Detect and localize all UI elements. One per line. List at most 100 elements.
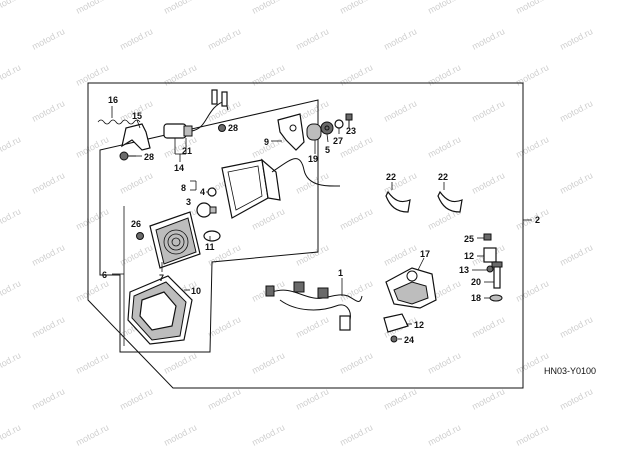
callout-12-lower: 12 — [414, 320, 424, 330]
watermark-text: motod.ru — [118, 26, 154, 52]
watermark-text: motod.ru — [30, 170, 66, 196]
watermark-text: motod.ru — [250, 350, 286, 376]
part-28-screw-top — [218, 124, 226, 132]
callout-16: 16 — [108, 95, 118, 105]
watermark-text: motod.ru — [426, 134, 462, 160]
callout-6: 6 — [102, 270, 107, 280]
watermark-text: motod.ru — [514, 422, 550, 448]
part-27-washer — [334, 119, 344, 129]
callout-22-right: 22 — [438, 172, 448, 182]
watermark-text: motod.ru — [294, 314, 330, 340]
watermark-text: motod.ru — [74, 0, 110, 16]
watermark-text: motod.ru — [514, 62, 550, 88]
part-22-clip-right — [437, 190, 463, 213]
part-17-switch-housing — [385, 267, 437, 309]
watermark-text: motod.ru — [338, 278, 374, 304]
callout-19: 19 — [308, 154, 318, 164]
part-28-screw-left — [119, 151, 136, 161]
watermark-text: motod.ru — [30, 26, 66, 52]
watermark-text: motod.ru — [514, 206, 550, 232]
callout-18: 18 — [471, 293, 481, 303]
callout-8: 8 — [181, 183, 186, 193]
watermark-text: motod.ru — [426, 350, 462, 376]
callout-25: 25 — [464, 234, 474, 244]
watermark-text: motod.ru — [558, 170, 594, 196]
watermark-text: motod.ru — [74, 62, 110, 88]
watermark-text: motod.ru — [74, 422, 110, 448]
leader-lines — [111, 106, 532, 346]
watermark-text: motod.ru — [470, 170, 506, 196]
watermark-text: motod.ru — [338, 134, 374, 160]
watermark-text: motod.ru — [426, 62, 462, 88]
part-25-bolt — [483, 233, 492, 241]
watermark-text: motod.ru — [0, 134, 22, 160]
watermark-text: motod.ru — [74, 350, 110, 376]
headlight-subassembly-frame — [99, 99, 319, 353]
watermark-text: motod.ru — [162, 0, 198, 16]
part-4-bulb-socket — [207, 187, 217, 197]
watermark-text: motod.ru — [250, 206, 286, 232]
callout-24: 24 — [404, 335, 414, 345]
callout-7: 7 — [159, 273, 164, 283]
watermark-text: motod.ru — [118, 170, 154, 196]
watermark-text: motod.ru — [558, 314, 594, 340]
part-16-spring — [97, 119, 141, 125]
watermark-text: motod.ru — [118, 386, 154, 412]
watermark-text: motod.ru — [74, 278, 110, 304]
watermark-text: motod.ru — [206, 386, 242, 412]
watermark-text: motod.ru — [30, 386, 66, 412]
watermark-text: motod.ru — [558, 26, 594, 52]
watermark-text: motod.ru — [162, 350, 198, 376]
watermark-text: motod.ru — [30, 98, 66, 124]
callout-28-left: 28 — [144, 152, 154, 162]
watermark-text: motod.ru — [206, 314, 242, 340]
assembly-frame — [87, 82, 524, 389]
watermark-text: motod.ru — [426, 422, 462, 448]
watermark-text: motod.ru — [294, 170, 330, 196]
callout-labels: 16 15 28 21 14 28 9 19 5 27 23 8 4 3 26 … — [102, 95, 540, 345]
part-3-bulb — [196, 202, 217, 218]
watermark-text: motod.ru — [382, 386, 418, 412]
part-21-switch — [163, 89, 229, 139]
callout-10: 10 — [191, 286, 201, 296]
watermark-text: motod.ru — [0, 206, 22, 232]
watermark-text: motod.ru — [558, 242, 594, 268]
watermark-text: motod.ru — [0, 0, 22, 16]
callout-12-upper: 12 — [464, 251, 474, 261]
callout-27: 27 — [333, 136, 343, 146]
watermark-text: motod.ru — [0, 62, 22, 88]
part-11-ring — [203, 230, 221, 242]
watermark-text: motod.ru — [514, 278, 550, 304]
watermark-text: motod.ru — [250, 62, 286, 88]
watermark-text: motod.ru — [470, 314, 506, 340]
callout-22-left: 22 — [386, 172, 396, 182]
watermark-text: motod.ru — [514, 134, 550, 160]
watermark-text: motod.ru — [470, 26, 506, 52]
part-24-screw — [390, 335, 398, 343]
watermark-text: motod.ru — [338, 62, 374, 88]
callout-3: 3 — [186, 197, 191, 207]
callout-2: 2 — [535, 215, 540, 225]
callout-28-top: 28 — [228, 123, 238, 133]
watermark-text: motod.ru — [426, 0, 462, 16]
part-19-grommet — [306, 123, 322, 141]
watermark-text: motod.ru — [338, 206, 374, 232]
callout-23: 23 — [346, 126, 356, 136]
part-26-screw — [136, 232, 144, 240]
callout-14: 14 — [174, 163, 184, 173]
watermark-text: motod.ru — [250, 422, 286, 448]
watermark-text: motod.ru — [74, 206, 110, 232]
part-10-case — [127, 275, 193, 345]
watermark-text: motod.ru — [382, 98, 418, 124]
part-5-nut — [320, 121, 334, 135]
part-headlight-housing — [221, 158, 341, 219]
callout-20: 20 — [471, 277, 481, 287]
watermark-text: motod.ru — [558, 98, 594, 124]
watermark-text: motod.ru — [558, 386, 594, 412]
callout-5: 5 — [325, 145, 330, 155]
watermark-text: motod.ru — [162, 62, 198, 88]
watermark-text: motod.ru — [338, 422, 374, 448]
watermark-text: motod.ru — [0, 278, 22, 304]
watermark-text: motod.ru — [294, 242, 330, 268]
